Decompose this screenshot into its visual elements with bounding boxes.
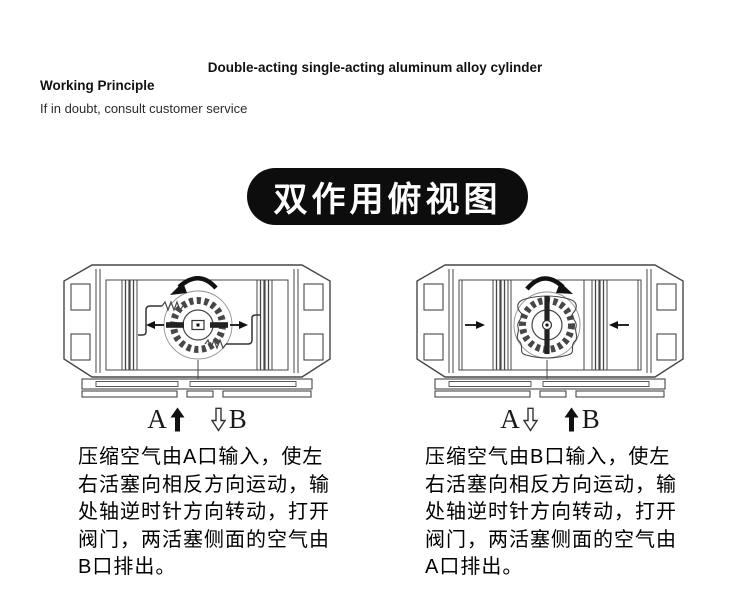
actuator-top-view-right: [416, 264, 684, 398]
section-note: If in doubt, consult customer service: [40, 101, 248, 116]
port-b-group: B: [564, 404, 600, 434]
actuator-diagram-left: A B: [62, 262, 332, 434]
caption-line: A口排出。: [425, 556, 524, 578]
port-a-group: A: [500, 404, 538, 434]
end-cap-boss: [423, 283, 444, 311]
caption-line: 处轴逆时针方向转动，打开: [425, 501, 677, 523]
end-cap-boss: [656, 333, 677, 361]
piston-left: [121, 280, 138, 370]
solid-up-arrow-icon: [564, 407, 579, 432]
end-cap-boss: [423, 333, 444, 361]
piston-outward-arrow-right-icon: [230, 321, 248, 329]
port-b-slot: [222, 390, 312, 398]
caption-line: 右活塞向相反方向运动，输: [425, 473, 677, 496]
end-cap-boss: [303, 333, 324, 361]
caption-line: 阀门，两活塞侧面的空气由: [78, 528, 330, 551]
bottom-flange: [434, 360, 666, 398]
spring-lower-right: [204, 314, 260, 350]
bottom-flange: [81, 360, 313, 398]
port-b-group: B: [210, 404, 247, 434]
port-a-slot: [81, 390, 178, 398]
hollow-down-arrow-icon: [522, 407, 538, 432]
caption-line: 右活塞向相反方向运动，输: [78, 473, 330, 496]
port-b-slot: [575, 390, 665, 398]
port-a-group: A: [147, 404, 185, 434]
port-a-slot: [434, 390, 531, 398]
port-a-label: A: [500, 404, 520, 434]
port-labels-right: A B: [415, 404, 685, 434]
piston-outward-arrow-left-icon: [146, 321, 164, 329]
rack-bars: [166, 322, 228, 328]
end-cap-boss: [656, 283, 677, 311]
pinion-gear-icon: [513, 291, 581, 359]
port-a-label: A: [147, 404, 167, 434]
spring-upper-left: [138, 300, 184, 336]
piston-right: [591, 280, 608, 370]
piston-inward-arrow-right-icon: [609, 321, 629, 329]
actuator-diagram-right: A B: [415, 262, 685, 434]
section-label: Working Principle: [40, 78, 155, 93]
piston-inward-arrow-left-icon: [465, 321, 485, 329]
piston-right: [256, 280, 273, 370]
caption-right: 压缩空气由B口输入，使左 右活塞向相反方向运动，输 处轴逆时针方向转动，打开 阀…: [425, 444, 725, 582]
hollow-down-arrow-icon: [210, 407, 226, 432]
caption-line: 处轴逆时针方向转动，打开: [78, 501, 330, 523]
caption-line: 阀门，两活塞侧面的空气由: [425, 528, 677, 551]
caption-line: 压缩空气由B口输入，使左: [425, 446, 671, 468]
port-b-label: B: [581, 404, 600, 434]
actuator-body-outline: [416, 264, 684, 378]
port-b-label: B: [228, 404, 247, 434]
actuator-top-view-left: [63, 264, 331, 398]
caption-line: B口排出。: [78, 556, 177, 578]
piston-left: [492, 280, 509, 370]
end-cap-boss: [70, 283, 91, 311]
caption-left: 压缩空气由A口输入，使左 右活塞向相反方向运动，输 处轴逆时针方向转动，打开 阀…: [78, 444, 378, 582]
cw-rotation-arrow-icon: [525, 276, 573, 294]
actuator-body-outline: [63, 264, 331, 378]
end-cap-boss: [303, 283, 324, 311]
caption-line: 压缩空气由A口输入，使左: [78, 446, 324, 468]
solid-up-arrow-icon: [170, 407, 185, 432]
ccw-rotation-arrow-icon: [170, 276, 218, 295]
port-labels-left: A B: [62, 404, 332, 434]
section-badge: 双作用俯视图: [247, 168, 528, 225]
end-cap-boss: [70, 333, 91, 361]
page-title: Double-acting single-acting aluminum all…: [207, 60, 543, 75]
badge-text: 双作用俯视图: [273, 181, 502, 219]
